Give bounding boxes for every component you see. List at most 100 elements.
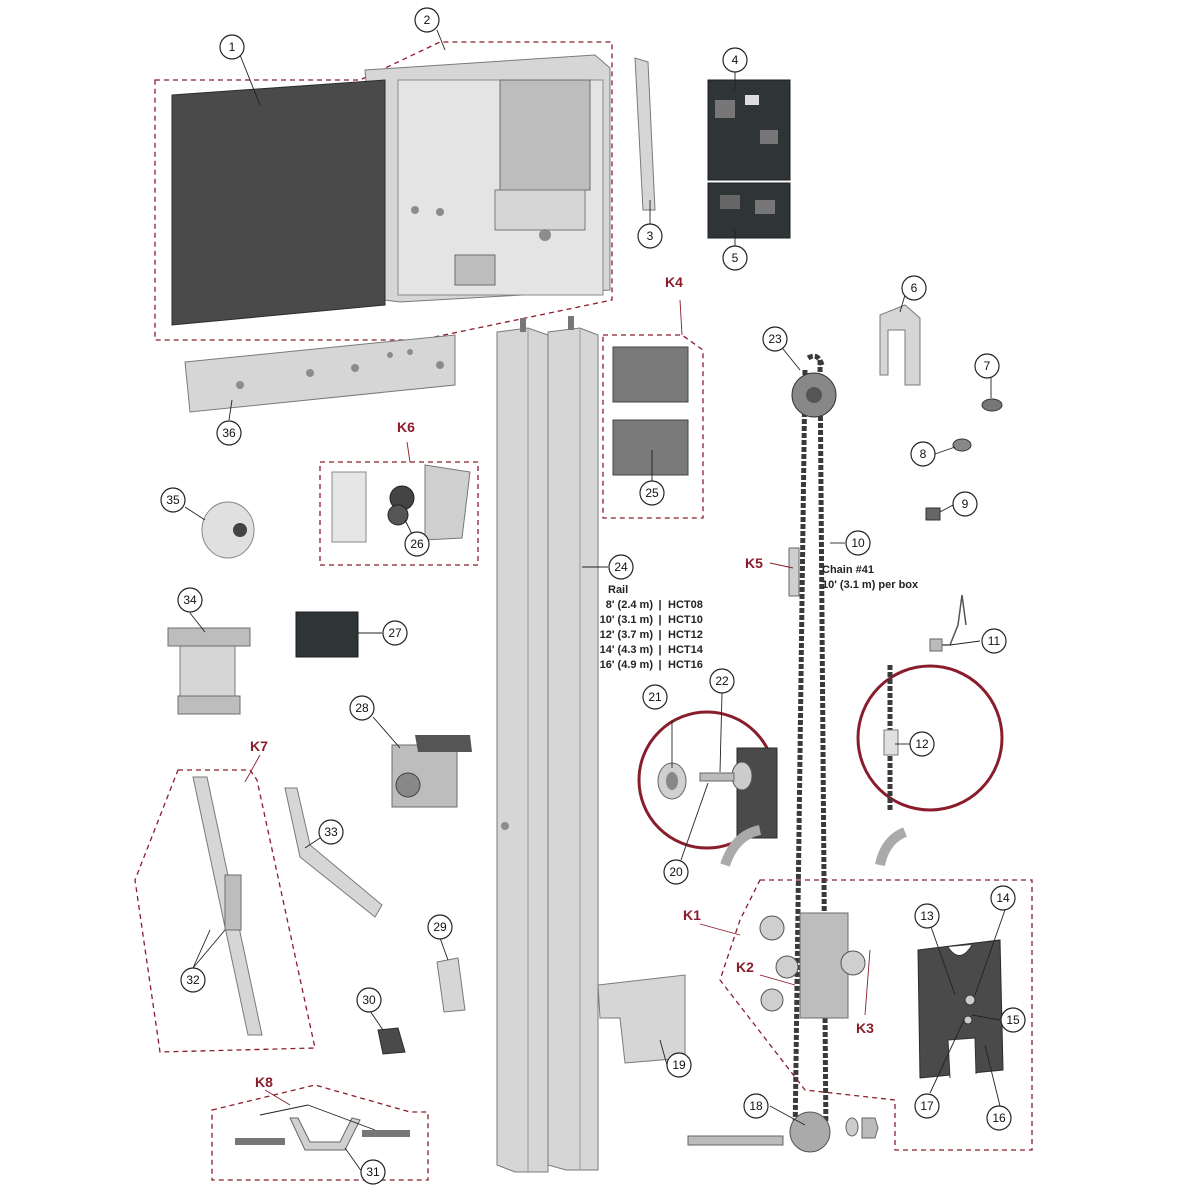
callout-4: 4 [722,47,748,73]
chain-note: Chain #41 10' (3.1 m) per box [822,564,919,591]
rail-part-number: HCT08 [668,599,703,611]
callout-35: 35 [160,487,186,513]
callout-14: 14 [990,885,1016,911]
callout-number: 22 [715,674,729,688]
callout-number: 3 [647,229,654,243]
battery-top [612,346,689,403]
carriage-block [799,912,849,1019]
rail-part-number: HCT14 [668,644,704,656]
callout-circle [909,731,935,757]
pulley [201,501,255,559]
kit-label-k2: K2 [736,959,754,975]
callout-number: 7 [984,359,991,373]
callout-circle [974,353,1000,379]
callout-circle [722,245,748,271]
chain-note-line2: 10' (3.1 m) per box [822,579,919,591]
u-bracket [289,1117,361,1151]
bracket-kit-outline [211,1084,429,1181]
callout-number: 12 [915,737,929,751]
carriage-kit-outline [719,879,1033,1151]
rail-separator: | [658,614,661,626]
callout-circle [318,819,344,845]
chain-right [817,359,829,1141]
callout-21: 21 [642,684,668,710]
callout-number: 2 [424,13,431,27]
plug-7 [981,398,1003,412]
callout-number: 23 [768,332,782,346]
plug-8 [952,438,972,452]
callout-7: 7 [974,353,1000,379]
callout-20: 20 [663,859,689,885]
callout-32: 32 [180,967,206,993]
callout-circle [427,914,453,940]
rail-length: 10' (3.1 m) [600,614,654,626]
callout-circle [952,491,978,517]
callout-circle [216,420,242,446]
callout-23: 23 [762,326,788,352]
bottom-sprocket [789,1111,831,1153]
expansion-board [707,182,791,239]
callout-30: 30 [356,987,382,1013]
callout-number: 36 [222,426,236,440]
callout-circle [743,1093,769,1119]
callout-number: 31 [366,1165,380,1179]
kit-label-k6: K6 [397,419,415,435]
callout-number: 32 [186,973,200,987]
rail-length: 8' (2.4 m) [606,599,654,611]
kit-label-k5: K5 [745,555,763,571]
rail-part-number: HCT10 [668,614,703,626]
callout-36: 36 [216,420,242,446]
callout-13: 13 [914,903,940,929]
kit-label-k3: K3 [856,1020,874,1036]
callout-circle [901,275,927,301]
clip-29 [436,957,466,1013]
callout-circle [1000,1007,1026,1033]
chain-detail-circle [856,664,1004,812]
chain-note-line1: Chain #41 [822,564,874,576]
callout-circle [160,487,186,513]
callout-1: 1 [219,34,245,60]
chain-connector [788,547,800,597]
callout-number: 10 [851,536,865,550]
kit-label-k8: K8 [255,1074,273,1090]
nut-9 [925,507,941,521]
callout-number: 29 [433,920,447,934]
rail-length: 12' (3.7 m) [600,629,654,641]
callout-circle [382,620,408,646]
callout-number: 1 [229,40,236,54]
callout-circle [845,530,871,556]
callout-26: 26 [404,531,430,557]
gear-kit-outline [319,461,479,566]
callout-11: 11 [981,628,1007,654]
callout-number: 18 [749,1099,763,1113]
rail-illustration [496,316,599,1173]
callout-number: 15 [1006,1013,1020,1027]
callout-27: 27 [382,620,408,646]
battery-kit-outline [602,334,704,519]
callout-33: 33 [318,819,344,845]
callout-10: 10 [845,530,871,556]
rail-length: 16' (4.9 m) [600,659,654,671]
callout-circle [986,1105,1012,1131]
callout-circle [414,7,440,33]
callout-number: 11 [988,634,1001,648]
arm-kit-outline [134,769,316,1053]
rail-separator: | [658,599,661,611]
callout-number: 16 [992,1111,1006,1125]
callout-12: 12 [909,731,935,757]
callout-number: 34 [183,593,197,607]
bottom-bolt [687,1135,784,1146]
callout-circle [219,34,245,60]
callout-circle [722,47,748,73]
callout-18: 18 [743,1093,769,1119]
callout-19: 19 [666,1052,692,1078]
callout-number: 33 [324,825,338,839]
callout-16: 16 [986,1105,1012,1131]
cover-strip [634,57,656,211]
callout-17: 17 [914,1093,940,1119]
callout-circle [608,554,634,580]
callout-circle [404,531,430,557]
clip-30 [377,1027,406,1055]
chain-left [792,369,808,1141]
